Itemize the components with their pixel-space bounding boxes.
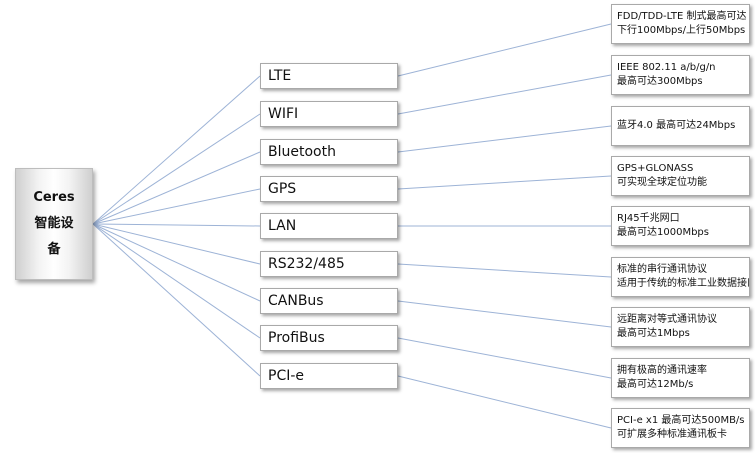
connector-device-to-iface-2 [92, 151, 261, 225]
connector-device-to-iface-8 [92, 223, 261, 377]
connector-iface-to-desc-6 [397, 300, 612, 328]
iface-lan: LAN [260, 213, 398, 239]
desc-lte-line-2: 下行100Mbps/上行50Mbps [617, 25, 746, 36]
device-name: Ceres [33, 190, 75, 205]
device-line-2: 智能设 [34, 216, 74, 231]
ceres-device-box: Ceres 智能设 备 [15, 168, 93, 280]
device-line-3: 备 [47, 242, 61, 257]
desc-profibus-line-2: 最高可达12Mb/s [617, 379, 694, 390]
desc-bluetooth: 蓝牙4.0 最高可达24Mbps [611, 106, 750, 146]
connector-iface-to-desc-5 [397, 263, 612, 278]
desc-lte-line-1: FDD/TDD-LTE 制式最高可达 [617, 11, 747, 22]
iface-pcie: PCI-e [260, 363, 398, 389]
connector-device-to-iface-0 [92, 75, 261, 225]
connector-iface-to-desc-0 [397, 23, 612, 77]
desc-rs232-485: 标准的串行通讯协议 适用于传统的标准工业数据接口 [611, 257, 750, 297]
connector-iface-to-desc-3 [397, 175, 612, 190]
connector-device-to-iface-1 [92, 113, 261, 225]
connector-device-to-iface-4 [92, 223, 261, 227]
desc-lan-line-1: RJ45千兆网口 [617, 213, 680, 224]
desc-profibus: 拥有极高的通讯速率 最高可达12Mb/s [611, 358, 750, 398]
desc-canbus: 远距离对等式通讯协议 最高可达1Mbps [611, 307, 750, 347]
desc-pcie-line-2: 可扩展多种标准通讯板卡 [617, 429, 727, 440]
iface-wifi: WIFI [260, 101, 398, 127]
iface-gps: GPS [260, 176, 398, 202]
desc-canbus-line-1: 远距离对等式通讯协议 [617, 314, 717, 325]
desc-gps-line-1: GPS+GLONASS [617, 163, 694, 174]
desc-lan-line-2: 最高可达1000Mbps [617, 227, 709, 238]
desc-profibus-line-1: 拥有极高的通讯速率 [617, 365, 707, 376]
connector-iface-to-desc-2 [397, 125, 612, 153]
desc-bluetooth-line-1: 蓝牙4.0 最高可达24Mbps [617, 120, 736, 131]
desc-gps: GPS+GLONASS 可实现全球定位功能 [611, 156, 750, 196]
connector-iface-to-desc-1 [397, 74, 612, 115]
desc-lan: RJ45千兆网口 最高可达1000Mbps [611, 206, 750, 246]
iface-canbus: CANBus [260, 288, 398, 314]
connector-iface-to-desc-7 [397, 337, 612, 379]
desc-wifi: IEEE 802.11 a/b/g/n 最高可达300Mbps [611, 55, 750, 95]
desc-canbus-line-2: 最高可达1Mbps [617, 328, 690, 339]
iface-lte: LTE [260, 63, 398, 89]
desc-pcie-line-1: PCI-e x1 最高可达500MB/s [617, 415, 745, 426]
connector-device-to-iface-5 [92, 223, 261, 265]
connector-device-to-iface-7 [92, 223, 261, 339]
desc-gps-line-2: 可实现全球定位功能 [617, 177, 707, 188]
connector-device-to-iface-6 [92, 223, 261, 302]
iface-profibus: ProfiBus [260, 325, 398, 351]
connector-iface-to-desc-8 [397, 375, 612, 429]
connector-device-to-iface-3 [92, 188, 261, 225]
desc-lte: FDD/TDD-LTE 制式最高可达 下行100Mbps/上行50Mbps [611, 4, 750, 44]
desc-rs232-485-line-2: 适用于传统的标准工业数据接口 [617, 278, 750, 289]
iface-bluetooth: Bluetooth [260, 139, 398, 165]
desc-rs232-485-line-1: 标准的串行通讯协议 [617, 264, 707, 275]
desc-wifi-line-2: 最高可达300Mbps [617, 76, 703, 87]
desc-pcie: PCI-e x1 最高可达500MB/s 可扩展多种标准通讯板卡 [611, 408, 750, 448]
iface-rs232-485: RS232/485 [260, 251, 398, 277]
desc-wifi-line-1: IEEE 802.11 a/b/g/n [617, 62, 716, 73]
